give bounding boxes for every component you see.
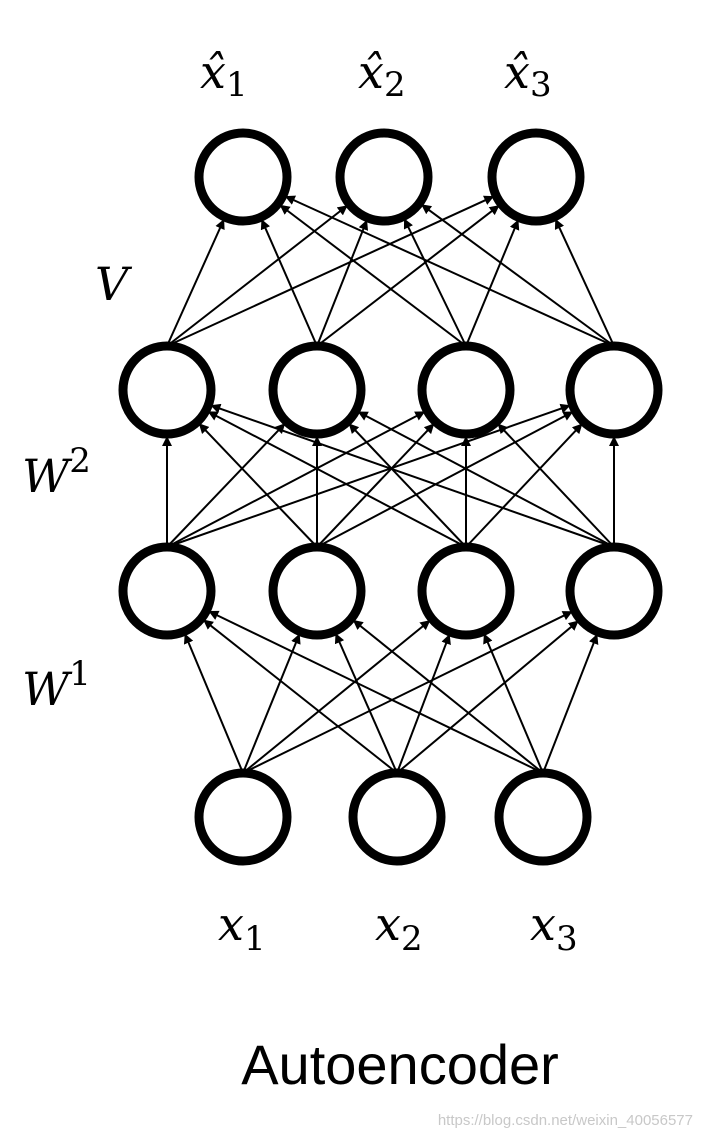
edge-hidden1-to-hidden2 [316,423,435,548]
edge-hidden2-to-output [316,204,500,347]
output-label-1: x̂1 [200,45,248,105]
input-node-2 [348,768,446,866]
edge-hidden1-to-hidden2 [210,403,615,548]
hidden2-node-3 [417,341,515,439]
output-label-3: x̂3 [504,45,552,105]
hidden1-node-4 [565,542,663,640]
weight-label-w1: W1 [22,654,91,716]
edge-input-to-hidden1 [242,619,431,774]
edge-hidden2-to-output [260,219,318,347]
edge-input-to-hidden1 [208,610,544,774]
edge-hidden1-to-hidden2 [207,410,467,548]
edge-hidden1-to-hidden2 [166,410,426,548]
edge-input-to-hidden1 [396,620,579,774]
edge-input-to-hidden1 [242,633,301,774]
edge-input-to-hidden1 [396,634,451,774]
edge-input-to-hidden1 [542,633,599,774]
hidden1-node-3 [417,542,515,640]
output-node-3 [487,128,585,226]
edge-input-to-hidden1 [352,619,544,774]
edge-hidden2-to-output [166,195,495,347]
input-node-3 [494,768,592,866]
output-label-2: x̂2 [358,45,406,105]
neurons [118,128,663,866]
edge-hidden1-to-hidden2 [357,411,615,548]
edge-hidden2-to-output [316,219,369,347]
edge-hidden1-to-hidden2 [166,403,571,548]
input-node-1 [194,768,292,866]
edge-hidden2-to-output [166,218,225,347]
hidden1-node-2 [268,542,366,640]
edge-hidden2-to-output [554,218,615,347]
edge-hidden1-to-hidden2 [348,423,467,548]
edge-hidden1-to-hidden2 [316,411,574,548]
edge-hidden2-to-output [421,204,615,347]
edge-hidden2-to-output [403,218,467,347]
edge-hidden1-to-hidden2 [198,423,318,548]
edge-hidden1-to-hidden2 [465,423,583,548]
output-node-2 [335,128,433,226]
output-node-1 [194,128,292,226]
input-label-1: x1 [218,897,266,959]
input-label-3: x3 [530,897,578,959]
edge-input-to-hidden1 [203,619,398,774]
edge-input-to-hidden1 [183,633,244,774]
edge-hidden2-to-output [166,205,348,347]
edge-hidden1-to-hidden2 [497,423,615,548]
hidden2-node-4 [565,341,663,439]
edge-input-to-hidden1 [483,633,544,774]
weight-label-v: V [95,257,133,311]
weight-label-w2: W2 [22,441,91,503]
hidden2-node-1 [118,341,216,439]
edge-input-to-hidden1 [334,633,398,774]
input-label-2: x2 [375,897,423,959]
edge-hidden2-to-output [465,219,520,347]
edge-hidden1-to-hidden2 [166,423,286,548]
diagram-title: Autoencoder [241,1033,559,1096]
connections [162,195,619,774]
edge-hidden2-to-output [284,195,615,347]
edge-hidden2-to-output [279,204,467,347]
hidden1-node-1 [118,542,216,640]
hidden2-node-2 [268,341,366,439]
watermark: https://blog.csdn.net/weixin_40056577 [438,1112,693,1129]
edge-input-to-hidden1 [242,610,573,774]
